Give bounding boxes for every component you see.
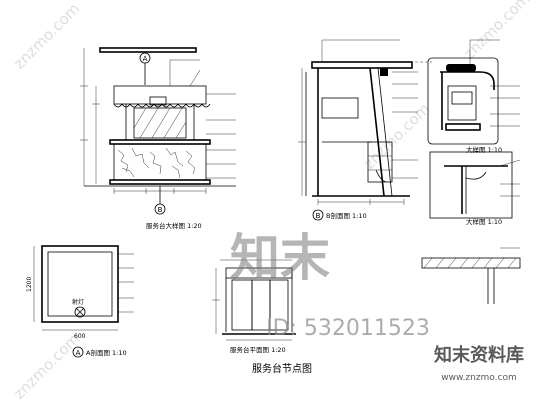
- watermark-brand-badge: 知末资料库 www.znzmo.com: [408, 338, 550, 383]
- section-marker-a-caption: [72, 346, 84, 358]
- drawing-title: 服务台节点图: [252, 362, 312, 375]
- counter-marble-pattern: [117, 147, 196, 179]
- section-b-caption: B剖面图 1:10: [326, 211, 367, 220]
- watermark-faint-mid: znzmo.com: [360, 100, 433, 173]
- section-marker-a-caption-label: A: [76, 349, 81, 357]
- detail-2-caption: 大样图 1:10: [466, 217, 502, 226]
- detail-1-view: 大样图 1:10: [427, 39, 520, 154]
- watermark-faint-top-left: znzmo.com: [10, 0, 83, 73]
- canopy-scallops: [113, 103, 211, 108]
- section-marker-b-bottom-label: B: [158, 206, 163, 214]
- section-marker-b-caption-label: B: [316, 212, 321, 220]
- section-marker-b-caption: [312, 209, 324, 221]
- watermark: 知末 ID: 532011523 知末资料库 www.znzmo.com: [230, 229, 550, 383]
- section-a-caption: A剖面图 1:10: [86, 348, 127, 357]
- spotlight-symbol: [74, 306, 86, 318]
- watermark-faint-bottom-left: znzmo.com: [10, 330, 83, 403]
- detail-2-view: 大样图 1:10: [429, 151, 521, 226]
- glass-panel-hatch: [133, 107, 187, 139]
- section-b-view: B B剖面图 1:10: [298, 39, 432, 221]
- plan-width-dim: 600: [74, 333, 86, 340]
- watermark-url: www.znzmo.com: [441, 373, 516, 383]
- spotlight-label: 射灯: [72, 298, 84, 306]
- section-marker-b-bottom: [154, 203, 166, 215]
- watermark-id: ID: 532011523: [266, 316, 430, 341]
- service-desk-plan: 服务台平面图 1:20: [212, 259, 296, 354]
- plan-height-dim: 1200: [26, 277, 33, 292]
- plan-caption: 服务台平面图 1:20: [230, 345, 286, 354]
- section-b-counter-detail: [367, 141, 393, 183]
- watermark-faint-top-right: znzmo.com: [460, 0, 533, 63]
- bottom-right-detail: [421, 247, 521, 304]
- service-desk-elevation: A: [80, 47, 236, 230]
- bottom-right-hatch: [423, 257, 517, 269]
- section-a-view: 射灯 1200 600 A A剖面图 1:10: [26, 245, 134, 358]
- watermark-site-name: 知末资料库: [434, 344, 524, 366]
- section-marker-a-top-label: A: [143, 55, 148, 63]
- elevation-caption: 服务台大样图 1:20: [146, 221, 202, 230]
- watermark-logo-text: 知末: [230, 229, 330, 287]
- detail-1-caption: 大样图 1:10: [466, 145, 502, 154]
